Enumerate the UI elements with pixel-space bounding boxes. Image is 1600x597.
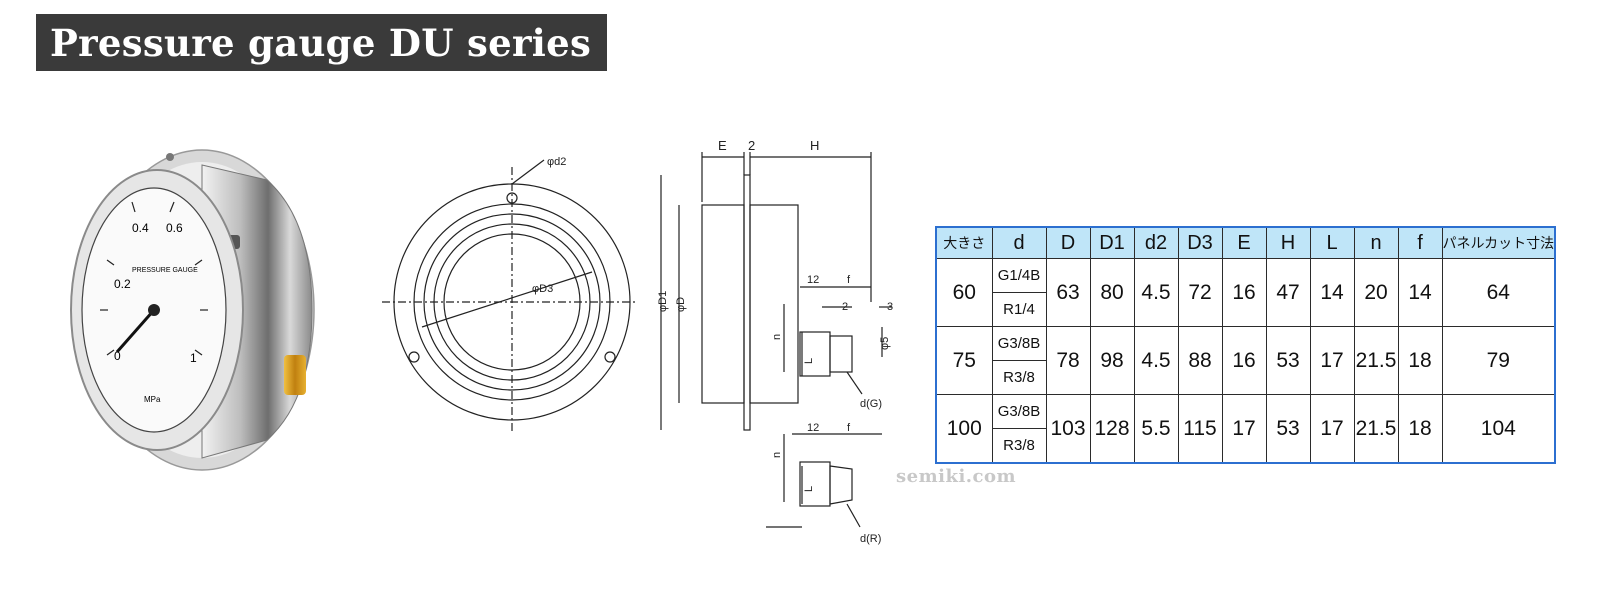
cell-size: 100 <box>935 394 993 464</box>
header-d: d <box>991 226 1047 259</box>
label-2-side: 2 <box>842 301 848 313</box>
cell-L: 17 <box>1309 394 1355 464</box>
table-row: 60 G1/4B R1/4 63 80 4.5 72 16 47 14 20 1… <box>935 258 1556 327</box>
front-view <box>382 159 637 432</box>
cell-thread: G1/4B R1/4 <box>991 258 1047 327</box>
cell-E: 16 <box>1221 258 1267 327</box>
dial-mark-1: 1 <box>190 351 197 365</box>
cell-thread: G3/8B R3/8 <box>991 394 1047 464</box>
header-panel-cut: パネルカット寸法 <box>1441 226 1556 259</box>
cell-d2: 5.5 <box>1133 394 1179 464</box>
needle-hub <box>148 304 160 316</box>
cell-size: 75 <box>935 326 993 395</box>
side-view <box>660 152 892 431</box>
cell-D1: 80 <box>1089 258 1135 327</box>
cell-f: 18 <box>1397 394 1443 464</box>
cell-panel: 104 <box>1441 394 1556 464</box>
cell-d2: 4.5 <box>1133 326 1179 395</box>
dial-mark-02: 0.2 <box>114 277 131 291</box>
label-phi-d1: φD1 <box>657 291 669 312</box>
cell-H: 53 <box>1265 326 1311 395</box>
dial-mark-0: 0 <box>114 349 121 363</box>
header-D3: D3 <box>1177 226 1223 259</box>
label-n-r: n <box>771 452 783 458</box>
cell-D3: 72 <box>1177 258 1223 327</box>
label-phi5: φ5 <box>879 337 891 350</box>
cell-f: 18 <box>1397 326 1443 395</box>
table-row: 75 G3/8B R3/8 78 98 4.5 88 16 53 17 21.5… <box>935 326 1556 395</box>
cell-thread-g: G3/8B <box>993 395 1045 429</box>
cell-D: 63 <box>1045 258 1091 327</box>
cell-L: 17 <box>1309 326 1355 395</box>
label-f-r: f <box>847 422 851 434</box>
cell-H: 53 <box>1265 394 1311 464</box>
cell-size: 60 <box>935 258 993 327</box>
label-12-r: 12 <box>807 422 819 434</box>
cell-thread-g: G3/8B <box>993 328 1045 361</box>
cell-thread-r: R1/4 <box>1003 301 1035 318</box>
table-row: 100 G3/8B R3/8 103 128 5.5 115 17 53 17 … <box>935 394 1556 464</box>
header-L: L <box>1309 226 1355 259</box>
header-size: 大きさ <box>935 226 993 259</box>
watermark: semiki.com <box>896 466 1017 487</box>
header-E: E <box>1221 226 1267 259</box>
label-f: f <box>847 274 851 286</box>
cell-thread-r: R3/8 <box>1003 437 1035 454</box>
dial-mark-04: 0.4 <box>132 221 149 235</box>
cell-L: 14 <box>1309 258 1355 327</box>
spec-table: 大きさ d D D1 d2 D3 E H L n f パネルカット寸法 60 G… <box>935 226 1557 464</box>
cell-d2: 4.5 <box>1133 258 1179 327</box>
cell-D1: 98 <box>1089 326 1135 395</box>
label-L: L <box>803 358 815 364</box>
cell-n: 21.5 <box>1353 394 1399 464</box>
gauge-needle <box>115 309 156 353</box>
dial-text: PRESSURE GAUGE <box>132 267 198 274</box>
label-phi-d2: φd2 <box>547 156 566 168</box>
cell-D1: 128 <box>1089 394 1135 464</box>
label-3: 3 <box>887 301 893 313</box>
label-n: n <box>771 334 783 340</box>
brass-stem <box>284 355 306 395</box>
label-12: 12 <box>807 274 819 286</box>
label-phi-d3: φD3 <box>532 283 553 295</box>
dial-mark-06: 0.6 <box>166 221 183 235</box>
cell-E: 17 <box>1221 394 1267 464</box>
label-phi-d: φD <box>675 297 687 312</box>
label-H: H <box>810 138 819 153</box>
cell-thread-r: R3/8 <box>1003 369 1035 386</box>
header-D: D <box>1045 226 1091 259</box>
header-H: H <box>1265 226 1311 259</box>
cell-thread-g: G1/4B <box>993 260 1045 293</box>
cell-E: 16 <box>1221 326 1267 395</box>
detail-view-r <box>766 433 882 528</box>
cell-D: 103 <box>1045 394 1091 464</box>
page-title: Pressure gauge DU series <box>50 20 592 65</box>
header-f: f <box>1397 226 1443 259</box>
cell-panel: 64 <box>1441 258 1556 327</box>
header-d2: d2 <box>1133 226 1179 259</box>
header-n: n <box>1353 226 1399 259</box>
gauge-photo: 0.4 0.6 0.2 0 1 MPa PRESSURE GAUGE <box>70 149 315 471</box>
cell-f: 14 <box>1397 258 1443 327</box>
label-dG: d(G) <box>860 398 882 410</box>
cell-D: 78 <box>1045 326 1091 395</box>
table-header-row: 大きさ d D D1 d2 D3 E H L n f パネルカット寸法 <box>935 226 1556 259</box>
title-banner: Pressure gauge DU series <box>36 14 607 71</box>
dimension-drawing: φd2 φD3 E 2 H φD1 φD 12 f 2 3 n L φ5 d(G… <box>382 138 893 545</box>
label-E: E <box>718 138 727 153</box>
dial-unit: MPa <box>144 395 161 404</box>
cell-D3: 115 <box>1177 394 1223 464</box>
cell-thread: G3/8B R3/8 <box>991 326 1047 395</box>
cell-D3: 88 <box>1177 326 1223 395</box>
cell-panel: 79 <box>1441 326 1556 395</box>
label-dR: d(R) <box>860 533 881 545</box>
cell-H: 47 <box>1265 258 1311 327</box>
cell-n: 20 <box>1353 258 1399 327</box>
label-2-top: 2 <box>748 138 755 153</box>
label-L-r: L <box>803 486 815 492</box>
cell-n: 21.5 <box>1353 326 1399 395</box>
dial-tick-marks <box>100 201 208 356</box>
header-D1: D1 <box>1089 226 1135 259</box>
